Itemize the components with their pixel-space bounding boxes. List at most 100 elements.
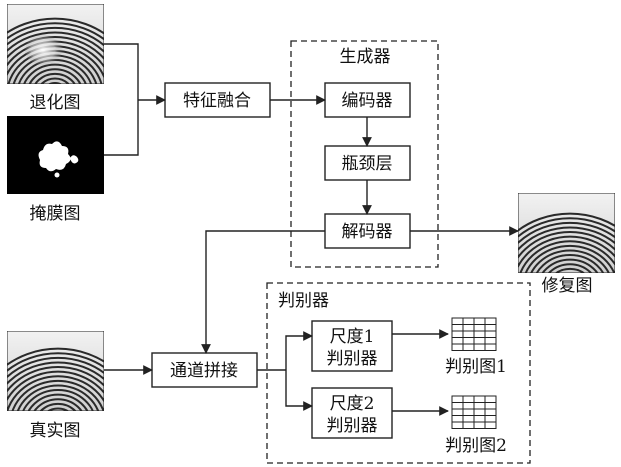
map-grid-cell [462, 343, 475, 351]
map-grid-cell [484, 343, 497, 351]
real-image-label: 真实图 [30, 421, 81, 441]
fingerprint-ridge [535, 254, 605, 273]
map-grid-cell [451, 337, 464, 345]
degraded-fingerprint-image [7, 4, 104, 84]
generator-group [290, 40, 439, 268]
fingerprint-ridge [7, 366, 104, 393]
map-grid-cell [484, 408, 497, 416]
fingerprint-ridge [7, 370, 104, 402]
decoder-box [324, 213, 411, 249]
map-grid-cell [462, 395, 475, 403]
fingerprint-ridge [27, 393, 89, 411]
map-grid-cell [451, 330, 464, 338]
discrimination-map-2-grid [451, 395, 497, 429]
map-grid-cell [484, 415, 497, 423]
edge-split-to-scale1 [285, 331, 313, 370]
map-grid-cell [473, 337, 486, 345]
map-grid-cell [451, 408, 464, 416]
fingerprint-ridge [39, 402, 77, 411]
mask-image-label: 掩膜图 [30, 204, 81, 224]
map-grid-cell [451, 402, 464, 410]
map-grid-cell [484, 402, 497, 410]
map-grid-cell [451, 395, 464, 403]
encoder-box [324, 82, 411, 118]
bottleneck-label: 瓶颈层 [342, 154, 393, 174]
map-grid-cell [473, 415, 486, 423]
map-grid-cell [462, 330, 475, 338]
map-grid-cell [473, 317, 486, 325]
map-grid-cell [462, 337, 475, 345]
discriminator-title: 判别器 [278, 291, 329, 311]
repaired-fingerprint-image [518, 193, 615, 273]
fingerprint-ridge [518, 212, 615, 232]
map-grid-cell [462, 415, 475, 423]
fingerprint-ridge [7, 26, 104, 47]
fingerprint-ridge [524, 244, 615, 273]
repaired-image-label: 修复图 [542, 276, 593, 296]
real-fingerprint-image [7, 331, 104, 411]
fingerprint-ridge [33, 398, 83, 411]
connector-lines [104, 43, 519, 416]
generator-title: 生成器 [340, 47, 391, 67]
fingerprint-ridge [530, 249, 610, 273]
fingerprint-ridge [7, 347, 104, 367]
fingerprint-ridge [519, 240, 615, 273]
fingerprint-ridge [11, 379, 104, 411]
fingerprint-ridge [518, 217, 615, 238]
map-grid-cell [484, 395, 497, 403]
scale2-discriminator-label-line2: 判别器 [327, 416, 378, 436]
map-grid-cell [462, 408, 475, 416]
fingerprint-ridge [16, 384, 100, 411]
discrimination-map-1-label: 判别图1 [445, 357, 507, 377]
channel-concat-label: 通道拼接 [170, 361, 238, 381]
map-grid-cell [451, 324, 464, 332]
map-grid-cell [473, 421, 486, 429]
fingerprint-ridge [541, 258, 599, 273]
map-grid-cell [473, 408, 486, 416]
decoder-label: 解码器 [342, 222, 393, 242]
fingerprint-ridge [22, 389, 94, 411]
fingerprint-ridge [47, 82, 63, 84]
map-grid-cell [484, 330, 497, 338]
fingerprint-ridge [518, 221, 615, 245]
map-grid-cell [473, 343, 486, 351]
bottleneck-box [324, 145, 411, 181]
map-grid-cell [451, 343, 464, 351]
fingerprint-ridge [7, 361, 104, 386]
fingerprint-ridge [7, 17, 104, 35]
edge-mask-to-merge [104, 100, 139, 156]
edge-decoder-to-concat [201, 230, 325, 354]
map-grid-cell [451, 415, 464, 423]
fingerprint-ridge [518, 226, 615, 252]
map-grid-cell [484, 421, 497, 429]
edge-split-to-scale2 [285, 370, 313, 411]
fingerprint-ridge [547, 263, 593, 273]
fingerprint-ridge [7, 31, 104, 54]
map-grid-cell [484, 317, 497, 325]
encoder-label: 编码器 [342, 91, 393, 111]
discrimination-map-2-label: 判别图2 [445, 436, 507, 456]
map-grid-cell [473, 395, 486, 403]
mask-image [7, 116, 104, 194]
fingerprint-ridge [7, 375, 104, 411]
map-grid-cell [451, 421, 464, 429]
fingerprint-ridge [34, 72, 76, 84]
map-grid-cell [473, 402, 486, 410]
map-grid-cell [462, 421, 475, 429]
fingerprint-ridge [28, 68, 82, 84]
fingerprint-ridge [7, 352, 104, 373]
map-grid-cell [473, 324, 486, 332]
map-grid-cell [462, 324, 475, 332]
fingerprint-ridge [7, 356, 104, 379]
fingerprint-ridge [40, 77, 70, 84]
fingerprint-ridge [518, 231, 615, 260]
feature-fusion-box [164, 82, 271, 118]
map-grid-cell [484, 337, 497, 345]
scale1-discriminator-box [311, 320, 393, 372]
feature-fusion-label: 特征融合 [183, 91, 251, 111]
fingerprint-ridge [554, 267, 586, 273]
fingerprint-ridge [7, 22, 104, 41]
fingerprint-ridge [23, 63, 87, 84]
degraded-image-label: 退化图 [30, 93, 81, 113]
discrimination-map-1-grid [451, 317, 497, 351]
